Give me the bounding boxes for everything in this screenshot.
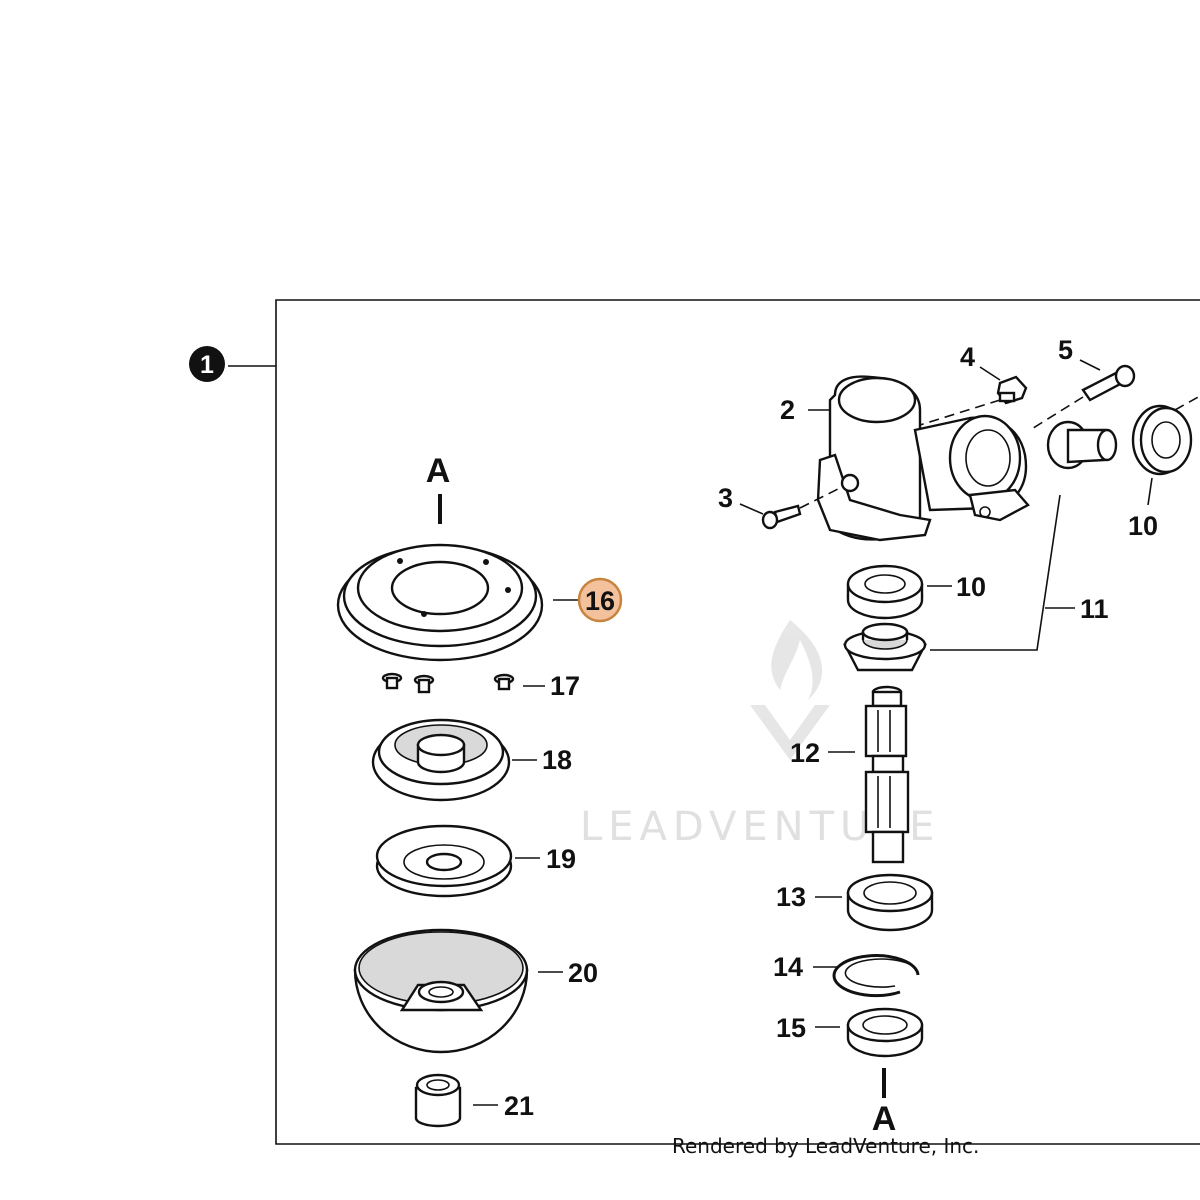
part-3-dash	[799, 487, 841, 509]
part-10-top-callout: 10	[1128, 511, 1158, 541]
part-14-callout: 14	[773, 952, 803, 982]
part-15-seal[interactable]	[846, 1007, 924, 1058]
part-12-callout: 12	[790, 738, 820, 768]
assembly-callout-number: 1	[200, 351, 214, 379]
part-10-top-leader	[1147, 477, 1153, 506]
part-17-screws[interactable]	[381, 672, 515, 694]
part-11-leader-lower	[930, 494, 1061, 651]
part-20-cover[interactable]	[353, 928, 529, 1054]
watermark-logo	[750, 620, 830, 760]
part-4-bolt[interactable]	[996, 375, 1028, 405]
part-21-nut[interactable]	[414, 1073, 462, 1128]
part-11-gear[interactable]	[843, 622, 927, 672]
part-3-leader	[739, 503, 764, 515]
footer-credit: Rendered by LeadVenture, Inc.	[672, 1134, 979, 1158]
part-16-plate[interactable]	[336, 543, 544, 662]
part-5-leader	[1079, 359, 1101, 371]
part-14-snap-ring[interactable]	[832, 954, 920, 998]
part-2-gear-case[interactable]	[816, 375, 1030, 542]
part-16-highlight[interactable]	[577, 577, 623, 623]
part-10-bearing-top[interactable]	[1131, 404, 1193, 476]
part-11-pinion[interactable]	[1046, 420, 1118, 470]
part-16-callout: 16	[585, 586, 615, 616]
marker-a-bottom: A	[872, 1100, 897, 1138]
part-11-callout: 11	[1080, 594, 1109, 624]
part-5-callout: 5	[1058, 335, 1073, 365]
part-21-callout: 21	[504, 1091, 534, 1121]
part-19-holder[interactable]	[375, 824, 513, 898]
part-18-holder[interactable]	[371, 718, 511, 802]
part-4-leader	[979, 366, 1001, 381]
part-20-callout: 20	[568, 958, 598, 988]
part-2-callout: 2	[780, 395, 795, 425]
assembly-frame	[275, 299, 1200, 1145]
assembly-callout-badge[interactable]	[189, 346, 225, 382]
part-12-shaft[interactable]	[864, 685, 910, 864]
part-5-bolt[interactable]	[1081, 364, 1136, 402]
part-13-bearing[interactable]	[846, 873, 934, 932]
part-15-callout: 15	[776, 1013, 806, 1043]
part-4-callout: 4	[960, 342, 975, 372]
part-4-dash	[919, 399, 1001, 426]
part-10-mid-callout: 10	[956, 572, 986, 602]
part-5-dash-right	[1174, 395, 1200, 411]
part-19-callout: 19	[546, 844, 576, 874]
part-13-callout: 13	[776, 882, 806, 912]
part-18-callout: 18	[542, 745, 572, 775]
part-5-dash	[1029, 396, 1084, 431]
part-3-screw[interactable]	[761, 504, 802, 530]
part-17-callout: 17	[550, 671, 580, 701]
part-3-callout: 3	[718, 483, 733, 513]
marker-a-top: A	[426, 452, 451, 490]
part-10-bearing-mid[interactable]	[846, 564, 924, 620]
